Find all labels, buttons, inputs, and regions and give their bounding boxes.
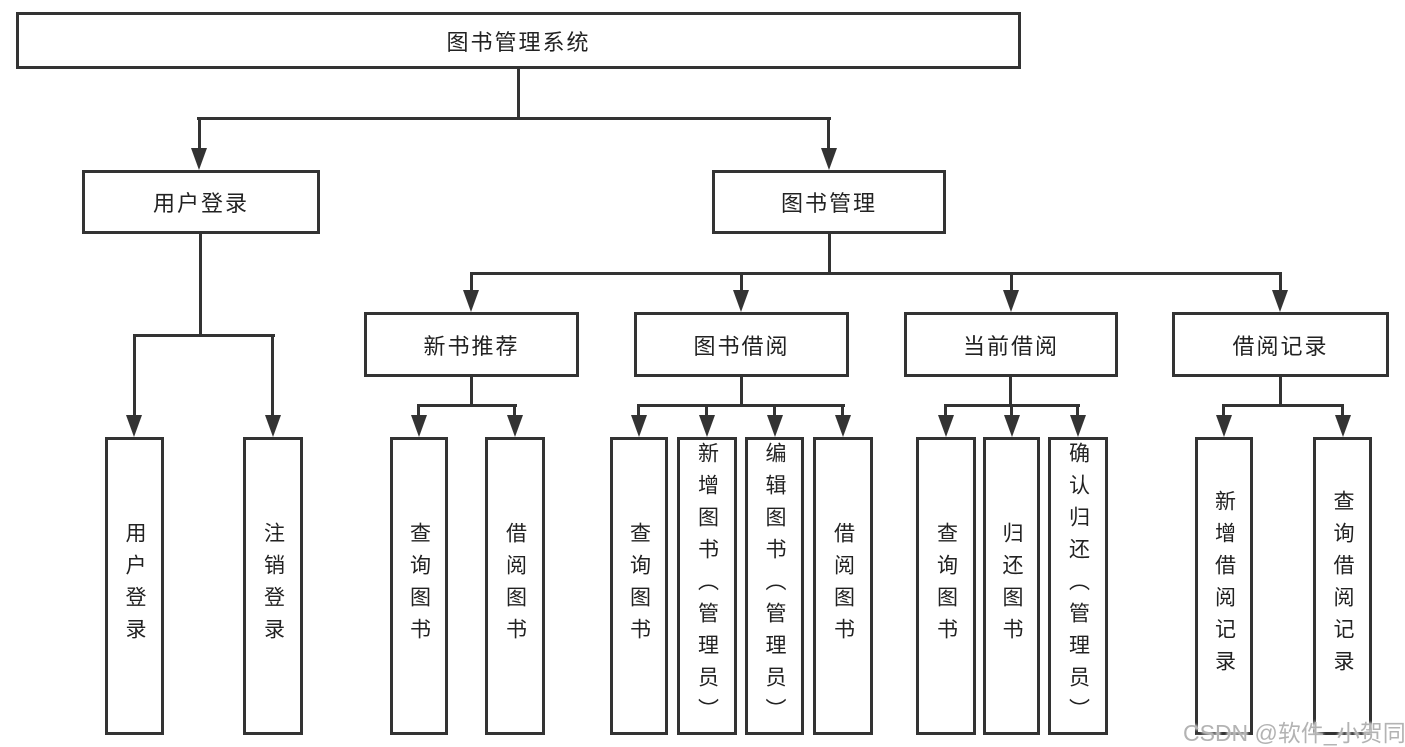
connector-line	[513, 404, 516, 418]
node-borrow-records: 借阅记录	[1172, 312, 1389, 377]
connector-line	[828, 234, 831, 274]
connector-line	[199, 234, 202, 337]
node-current-borrow: 当前借阅	[904, 312, 1118, 377]
arrow-down-icon	[126, 415, 142, 437]
connector-line	[841, 404, 844, 418]
connector-line	[944, 404, 947, 418]
connector-line	[1279, 272, 1282, 292]
connector-line	[417, 404, 517, 407]
connector-line	[1009, 377, 1012, 406]
arrow-down-icon	[507, 415, 523, 437]
leaf-borrow-books: 借阅图书	[813, 437, 873, 735]
arrow-down-icon	[1004, 415, 1020, 437]
connector-line	[705, 404, 708, 418]
connector-line	[740, 272, 743, 292]
leaf-logout: 注销登录	[243, 437, 303, 735]
arrow-down-icon	[411, 415, 427, 437]
connector-line	[470, 272, 473, 292]
leaf-return-books: 归还图书	[983, 437, 1040, 735]
node-user-login: 用户登录	[82, 170, 320, 234]
arrow-down-icon	[191, 148, 207, 170]
connector-line	[470, 272, 1282, 275]
leaf-query-books-current: 查询图书	[916, 437, 976, 735]
connector-line	[827, 117, 830, 153]
connector-line	[133, 334, 136, 418]
leaf-add-books-admin: 新增图书（管理员）	[677, 437, 737, 735]
connector-line	[1279, 377, 1282, 406]
connector-line	[417, 404, 420, 418]
connector-line	[1222, 404, 1225, 418]
node-book-management: 图书管理	[712, 170, 946, 234]
arrow-down-icon	[733, 290, 749, 312]
node-book-borrow: 图书借阅	[634, 312, 849, 377]
arrow-down-icon	[767, 415, 783, 437]
leaf-borrow-books-recommend: 借阅图书	[485, 437, 545, 735]
connector-line	[1010, 272, 1013, 292]
connector-line	[637, 404, 640, 418]
leaf-query-books-recommend: 查询图书	[390, 437, 448, 735]
connector-line	[517, 69, 520, 118]
connector-line	[198, 117, 201, 153]
arrow-down-icon	[631, 415, 647, 437]
leaf-query-books-borrow: 查询图书	[610, 437, 668, 735]
arrow-down-icon	[699, 415, 715, 437]
connector-line	[133, 334, 275, 337]
connector-line	[740, 377, 743, 406]
connector-line	[1341, 404, 1344, 418]
arrow-down-icon	[1335, 415, 1351, 437]
arrow-down-icon	[1070, 415, 1086, 437]
arrow-down-icon	[821, 148, 837, 170]
connector-line	[197, 117, 831, 120]
leaf-query-borrow-record: 查询借阅记录	[1313, 437, 1372, 735]
node-new-book-recommend: 新书推荐	[364, 312, 579, 377]
connector-line	[637, 404, 845, 407]
leaf-edit-books-admin: 编辑图书（管理员）	[745, 437, 804, 735]
leaf-confirm-return-admin: 确认归还（管理员）	[1048, 437, 1108, 735]
connector-line	[470, 377, 473, 406]
arrow-down-icon	[463, 290, 479, 312]
connector-line	[1010, 404, 1013, 418]
node-library-management-system: 图书管理系统	[16, 12, 1021, 69]
connector-line	[773, 404, 776, 418]
leaf-add-borrow-record: 新增借阅记录	[1195, 437, 1253, 735]
connector-line	[271, 334, 274, 418]
arrow-down-icon	[1003, 290, 1019, 312]
leaf-user-login: 用户登录	[105, 437, 164, 735]
connector-line	[1076, 404, 1079, 418]
arrow-down-icon	[938, 415, 954, 437]
arrow-down-icon	[1272, 290, 1288, 312]
arrow-down-icon	[265, 415, 281, 437]
arrow-down-icon	[1216, 415, 1232, 437]
arrow-down-icon	[835, 415, 851, 437]
connector-line	[1222, 404, 1344, 407]
csdn-watermark: CSDN @软件_小贺同学	[1183, 720, 1405, 746]
